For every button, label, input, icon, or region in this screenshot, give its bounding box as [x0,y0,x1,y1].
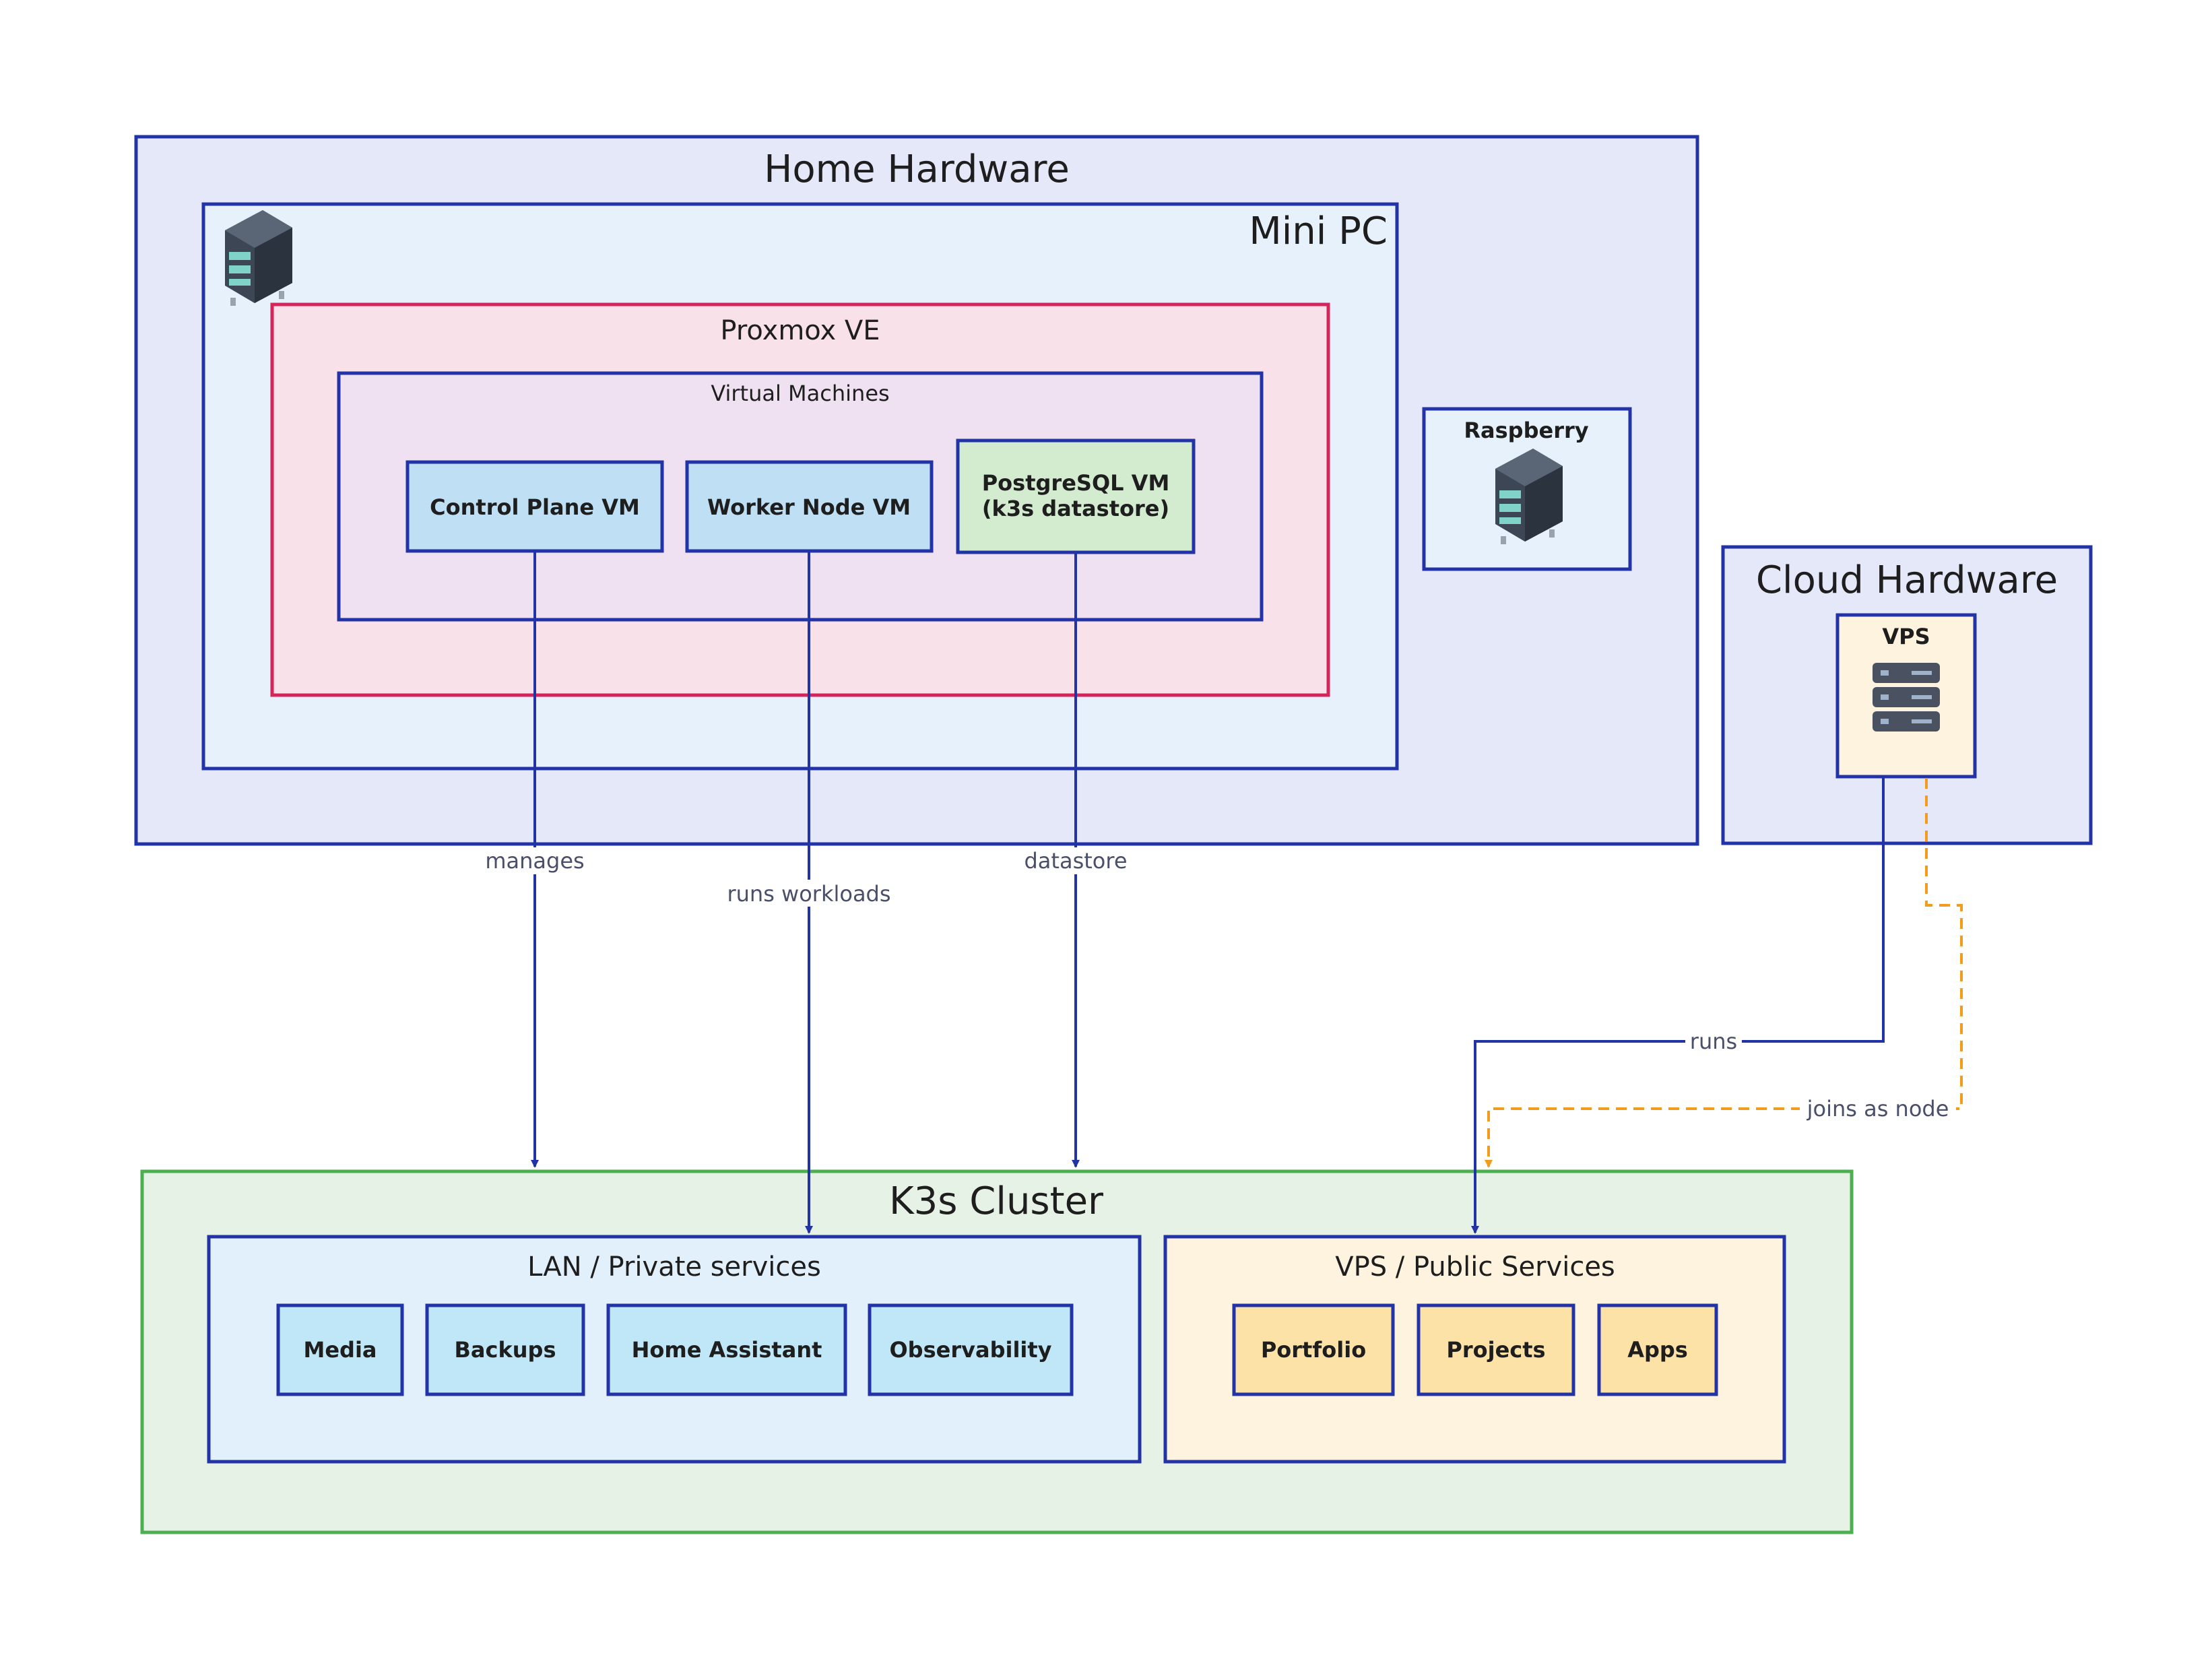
portfolio-node: Portfolio [1232,1303,1395,1396]
server-rack-icon [1495,449,1563,544]
proxmox-title: Proxmox VE [720,315,880,346]
server-stack-icon [1873,663,1940,732]
apps-node: Apps [1597,1303,1718,1396]
edge-labels: manages runs workloads datastore runs jo… [484,847,1956,1122]
home-assistant-node: Home Assistant [606,1303,847,1396]
cloud-hardware-group: Cloud Hardware VPS [1721,545,2093,845]
server-rack-icon [225,210,292,306]
edge-label-manages: manages [485,848,584,874]
k3s-cluster-group: K3s Cluster LAN / Private services Media… [140,1169,1854,1534]
backups-label: Backups [455,1337,556,1363]
vps-title: VPS [1882,624,1930,649]
home-hardware-title: Home Hardware [764,148,1070,191]
virtual-machines-title: Virtual Machines [711,381,889,406]
observability-node: Observability [868,1303,1074,1396]
home-hardware-group: Home Hardware Mini PC Proxmox VE Virtual… [134,135,1699,846]
edge-label-joins-as-node: joins as node [1807,1096,1949,1122]
worker-node-vm-node: Worker Node VM [685,460,934,553]
edge-joins-as-node [1485,778,1963,1168]
postgresql-vm-node: PostgreSQL VM (k3s datastore) [956,438,1196,554]
k3s-cluster-title: K3s Cluster [889,1179,1104,1223]
control-plane-vm-node: Control Plane VM [405,460,664,553]
media-label: Media [303,1337,377,1363]
postgresql-vm-label: PostgreSQL VM [982,470,1170,496]
public-services-title: VPS / Public Services [1335,1252,1615,1282]
projects-label: Projects [1446,1337,1545,1363]
worker-node-vm-label: Worker Node VM [707,494,911,520]
observability-label: Observability [889,1337,1051,1363]
apps-label: Apps [1627,1337,1688,1363]
edge-runs [1471,778,1885,1234]
home-assistant-label: Home Assistant [632,1337,822,1363]
mini-pc-title: Mini PC [1249,209,1388,253]
vps-box [1835,613,1977,779]
projects-node: Projects [1417,1303,1575,1396]
raspberry-title: Raspberry [1464,418,1588,443]
cloud-hardware-title: Cloud Hardware [1756,558,2058,602]
edge-label-datastore: datastore [1024,848,1127,874]
media-node: Media [276,1303,404,1396]
lan-title: LAN / Private services [527,1252,821,1282]
edge-label-runs-workloads: runs workloads [727,881,890,907]
portfolio-label: Portfolio [1261,1337,1366,1363]
postgresql-vm-sublabel: (k3s datastore) [982,496,1169,521]
control-plane-vm-label: Control Plane VM [430,494,640,520]
edge-label-runs: runs [1690,1029,1737,1054]
backups-node: Backups [425,1303,585,1396]
